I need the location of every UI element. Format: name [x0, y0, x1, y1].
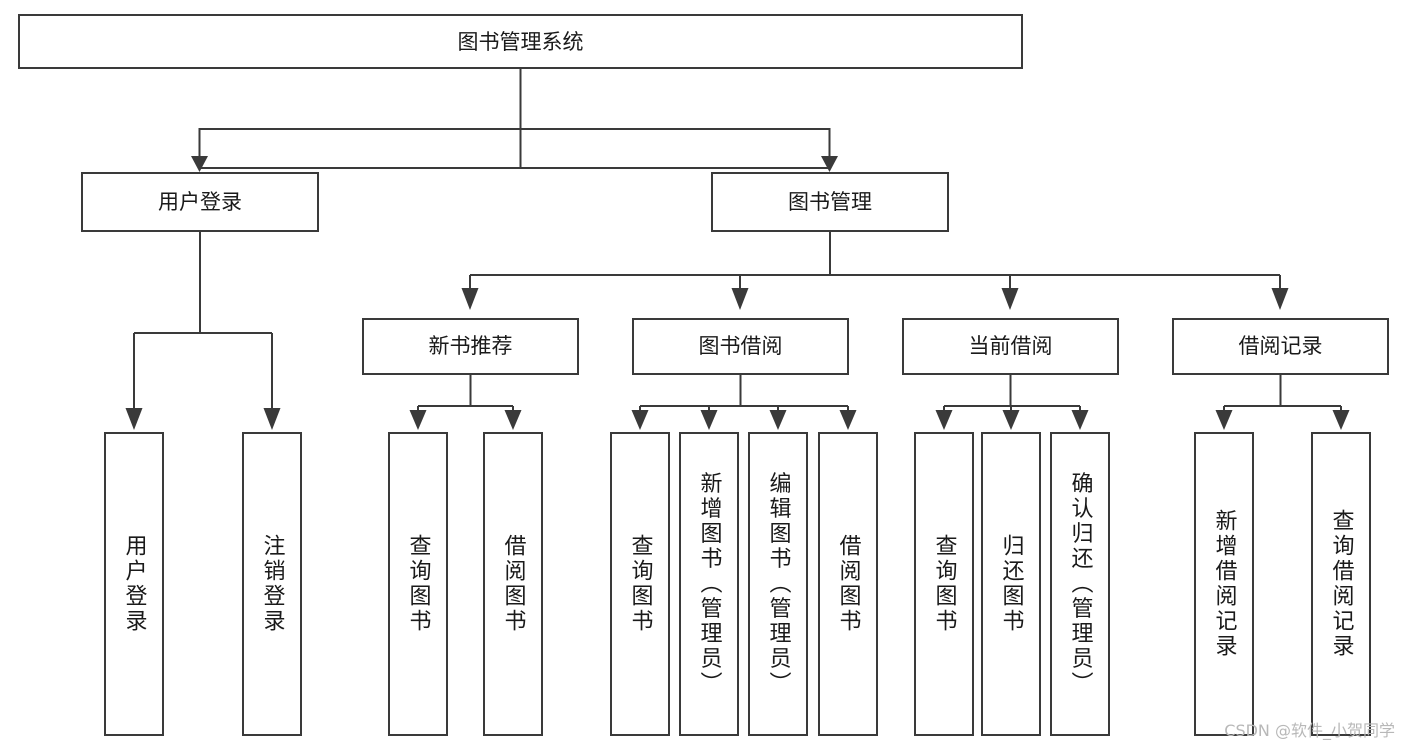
node-label: 查询图书 [406, 534, 432, 634]
arrow-head [631, 410, 649, 430]
node-label: 借阅图书 [836, 534, 862, 634]
arrow-head [1215, 410, 1233, 430]
arrow-head [731, 288, 749, 310]
connector-new-book-recommend-to-leaves [409, 374, 522, 430]
node-label: 图书管理系统 [458, 30, 584, 54]
node-box [482, 431, 544, 737]
node-label: 新书推荐 [429, 334, 513, 358]
node-label: 借阅记录 [1239, 334, 1323, 358]
arrow-head [1002, 410, 1020, 430]
node-box [710, 171, 950, 233]
node-box [913, 431, 975, 737]
node-label: 新增借阅记录 [1212, 509, 1238, 659]
node-box [1193, 431, 1255, 737]
leaf-node-query-book-current[interactable]: 查询图书 [913, 431, 975, 737]
arrow-head [409, 410, 427, 430]
arrow-head [935, 410, 953, 430]
arrow-head [461, 288, 479, 310]
connector-book-management-to-level3 [461, 231, 1289, 310]
node-box [817, 431, 879, 737]
node-box [1049, 431, 1111, 737]
leaf-node-borrow-book-recommend[interactable]: 借阅图书 [482, 431, 544, 737]
node-current-borrow[interactable]: 当前借阅 [901, 317, 1120, 376]
node-box [241, 431, 303, 737]
arrow-head [1271, 288, 1289, 310]
arrow-head [821, 156, 838, 172]
node-new-book-recommend[interactable]: 新书推荐 [361, 317, 580, 376]
node-label: 新增图书（管理员） [697, 472, 723, 697]
node-label: 借阅图书 [501, 534, 527, 634]
leaf-node-borrow-book[interactable]: 借阅图书 [817, 431, 879, 737]
node-label: 图书借阅 [699, 334, 783, 358]
arrow-head [1332, 410, 1350, 430]
node-box [747, 431, 809, 737]
node-box [103, 431, 165, 737]
leaf-node-add-borrow-record[interactable]: 新增借阅记录 [1193, 431, 1255, 737]
node-label: 用户登录 [122, 534, 148, 634]
arrow-head [1001, 288, 1019, 310]
connector-root-to-level2 [191, 68, 838, 172]
node-label: 查询图书 [628, 534, 654, 634]
node-label: 编辑图书（管理员） [766, 472, 792, 697]
leaf-node-edit-book-admin[interactable]: 编辑图书（管理员） [747, 431, 809, 737]
node-book-borrow[interactable]: 图书借阅 [631, 317, 850, 376]
node-box [387, 431, 449, 737]
node-box [980, 431, 1042, 737]
arrow-head [700, 410, 718, 430]
arrow-head [839, 410, 857, 430]
connector-current-borrow-to-leaves [935, 374, 1089, 430]
node-label: 归还图书 [999, 534, 1025, 634]
node-box [901, 317, 1120, 376]
node-label: 查询图书 [932, 534, 958, 634]
leaf-node-query-book-recommend[interactable]: 查询图书 [387, 431, 449, 737]
node-box [609, 431, 671, 737]
node-user-login[interactable]: 用户登录 [80, 171, 320, 233]
leaf-node-query-borrow-record[interactable]: 查询借阅记录 [1310, 431, 1372, 737]
node-label: 查询借阅记录 [1329, 509, 1355, 659]
node-label: 图书管理 [788, 190, 872, 214]
node-box [17, 13, 1024, 70]
node-label: 注销登录 [260, 534, 286, 634]
leaf-node-return-book[interactable]: 归还图书 [980, 431, 1042, 737]
node-label: 当前借阅 [969, 334, 1053, 358]
node-box [631, 317, 850, 376]
connector-user-login-to-leaves [125, 231, 281, 430]
leaf-node-user-login[interactable]: 用户登录 [103, 431, 165, 737]
node-box [1171, 317, 1390, 376]
arrow-head [263, 408, 281, 430]
leaf-node-confirm-return-admin[interactable]: 确认归还（管理员） [1049, 431, 1111, 737]
leaf-node-logout[interactable]: 注销登录 [241, 431, 303, 737]
arrow-head [769, 410, 787, 430]
leaf-node-add-book-admin[interactable]: 新增图书（管理员） [678, 431, 740, 737]
arrow-head [1071, 410, 1089, 430]
connector-borrow-record-to-leaves [1215, 374, 1350, 430]
connector-book-borrow-to-leaves [631, 374, 857, 430]
node-borrow-record[interactable]: 借阅记录 [1171, 317, 1390, 376]
arrow-head [125, 408, 143, 430]
node-book-management[interactable]: 图书管理 [710, 171, 950, 233]
node-box [80, 171, 320, 233]
node-label: 确认归还（管理员） [1068, 472, 1094, 697]
leaf-node-query-book-borrow[interactable]: 查询图书 [609, 431, 671, 737]
node-box [678, 431, 740, 737]
node-box [1310, 431, 1372, 737]
node-box [361, 317, 580, 376]
arrow-head [191, 156, 208, 172]
node-label: 用户登录 [158, 190, 242, 214]
node-book-management-system[interactable]: 图书管理系统 [17, 13, 1024, 70]
arrow-head [504, 410, 522, 430]
